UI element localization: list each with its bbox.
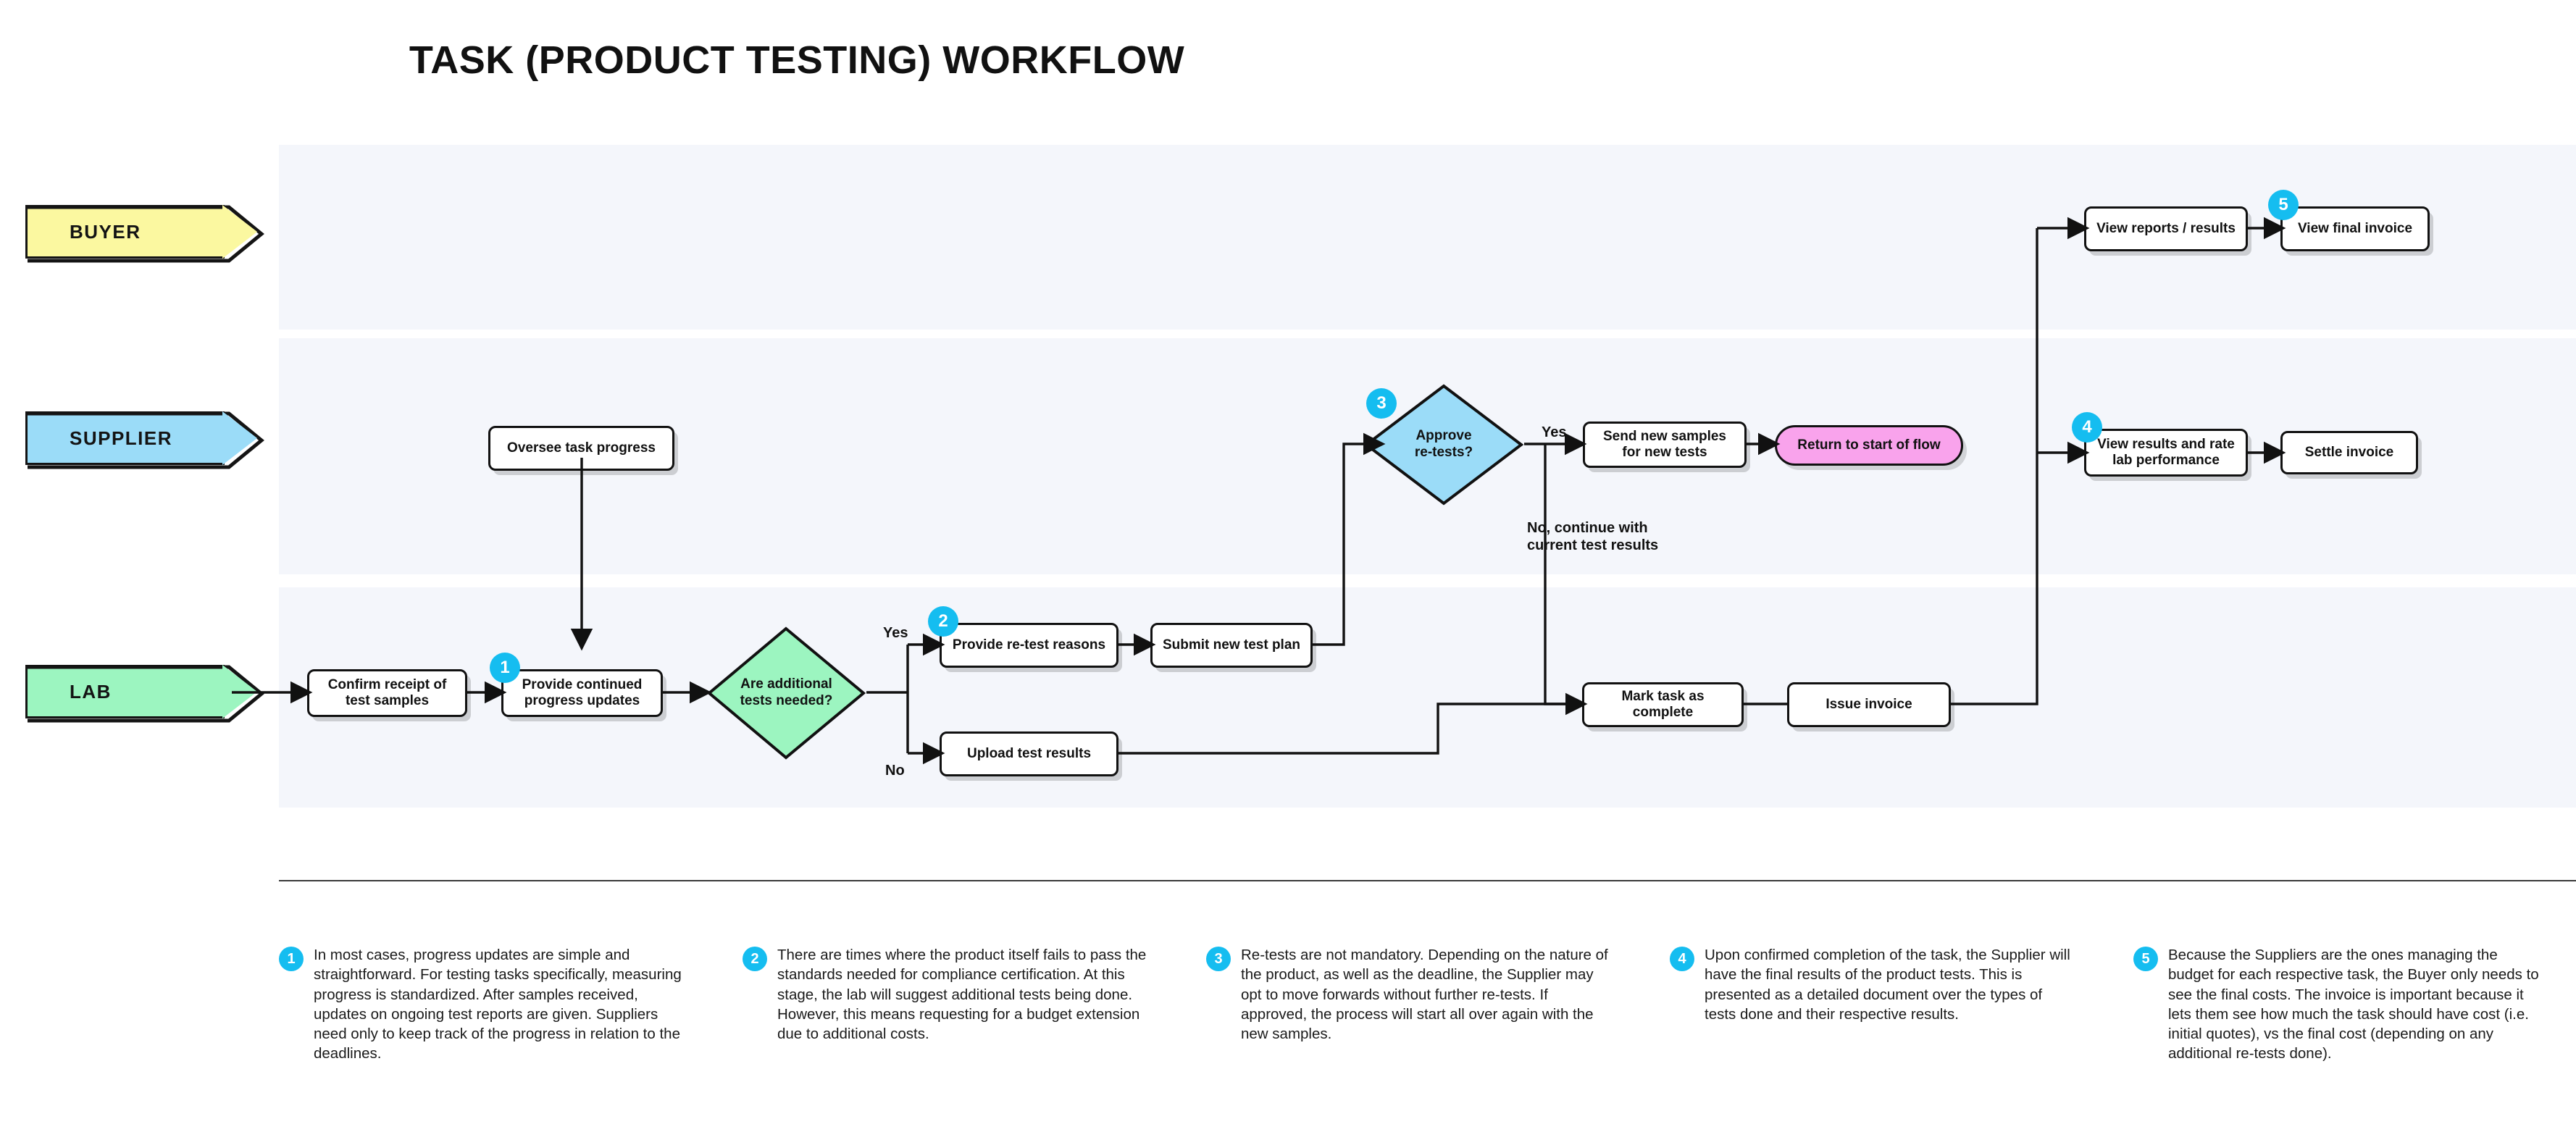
node-approve-retests[interactable]: Approve re-tests? bbox=[1363, 383, 1524, 506]
lane-divider-top bbox=[279, 330, 2576, 338]
footnote-2: 2 There are times where the product itse… bbox=[743, 945, 1148, 1044]
badge-1: 1 bbox=[490, 653, 520, 683]
badge-3: 3 bbox=[1366, 388, 1397, 419]
badge-5: 5 bbox=[2268, 190, 2299, 220]
node-submit-test-plan[interactable]: Submit new test plan bbox=[1150, 623, 1313, 668]
footnote-3: 3 Re-tests are not mandatory. Depending … bbox=[1206, 945, 1612, 1044]
node-view-reports-results[interactable]: View reports / results bbox=[2084, 206, 2248, 251]
node-view-final-invoice[interactable]: View final invoice bbox=[2280, 206, 2430, 251]
edge-label-no-supplier: No, continue with current test results bbox=[1527, 520, 1659, 553]
lane-tag-buyer: BUYER bbox=[25, 205, 264, 263]
node-view-results-rate-lab[interactable]: View results and rate lab performance bbox=[2084, 429, 2248, 477]
footnote-3-badge: 3 bbox=[1206, 947, 1231, 971]
node-upload-test-results[interactable]: Upload test results bbox=[940, 731, 1118, 776]
footnote-5-text: Because the Suppliers are the ones manag… bbox=[2168, 947, 2539, 1062]
lane-tag-buyer-outline bbox=[28, 205, 264, 263]
lane-tag-buyer-label: BUYER bbox=[70, 220, 141, 243]
lane-tag-lab-outline bbox=[28, 665, 264, 723]
lane-divider-bottom bbox=[279, 574, 2576, 587]
node-send-new-samples[interactable]: Send new samples for new tests bbox=[1583, 422, 1747, 468]
footnotes-divider bbox=[279, 880, 2576, 881]
badge-2: 2 bbox=[928, 606, 958, 637]
lane-tag-supplier-point bbox=[222, 411, 257, 465]
node-issue-invoice[interactable]: Issue invoice bbox=[1787, 682, 1951, 727]
footnote-4-text: Upon confirmed completion of the task, t… bbox=[1705, 947, 2070, 1023]
footnote-4: 4 Upon confirmed completion of the task,… bbox=[1670, 945, 2075, 1024]
approve-retests-shape bbox=[1363, 384, 1524, 506]
node-mark-task-complete[interactable]: Mark task as complete bbox=[1582, 682, 1744, 727]
node-return-to-start[interactable]: Return to start of flow bbox=[1775, 425, 1963, 466]
lane-tag-lab-label: LAB bbox=[70, 680, 112, 703]
footnote-3-text: Re-tests are not mandatory. Depending on… bbox=[1241, 947, 1608, 1042]
footnote-2-badge: 2 bbox=[743, 947, 767, 971]
node-settle-invoice[interactable]: Settle invoice bbox=[2280, 431, 2418, 474]
additional-tests-shape bbox=[706, 626, 866, 760]
edge-label-no-lab: No bbox=[885, 763, 905, 779]
footnote-4-badge: 4 bbox=[1670, 947, 1694, 971]
edge-label-yes-supplier: Yes bbox=[1542, 424, 1567, 440]
footnote-1-text: In most cases, progress updates are simp… bbox=[314, 947, 682, 1062]
footnote-1-badge: 1 bbox=[279, 947, 304, 971]
edge-label-yes-lab: Yes bbox=[883, 625, 908, 641]
badge-4: 4 bbox=[2072, 412, 2102, 443]
node-approve-retests-label: Approve re-tests? bbox=[1414, 428, 1473, 460]
node-confirm-receipt[interactable]: Confirm receipt of test samples bbox=[307, 669, 467, 717]
footnote-5-badge: 5 bbox=[2133, 947, 2158, 971]
footnote-5: 5 Because the Suppliers are the ones man… bbox=[2133, 945, 2539, 1064]
lane-tag-buyer-point bbox=[222, 205, 257, 259]
footnote-2-text: There are times where the product itself… bbox=[777, 947, 1147, 1042]
lane-tag-supplier-outline bbox=[28, 411, 264, 469]
page-title: TASK (PRODUCT TESTING) WORKFLOW bbox=[409, 38, 1185, 82]
lane-tag-supplier-label: SUPPLIER bbox=[70, 427, 173, 449]
node-additional-tests[interactable]: Are additional tests needed? bbox=[706, 626, 866, 760]
lane-tag-supplier: SUPPLIER bbox=[25, 411, 264, 469]
node-progress-updates[interactable]: Provide continued progress updates bbox=[501, 669, 663, 717]
footnote-1: 1 In most cases, progress updates are si… bbox=[279, 945, 685, 1064]
node-additional-tests-label: Are additional tests needed? bbox=[740, 676, 833, 708]
node-provide-retest-reasons[interactable]: Provide re-test reasons bbox=[940, 623, 1118, 668]
